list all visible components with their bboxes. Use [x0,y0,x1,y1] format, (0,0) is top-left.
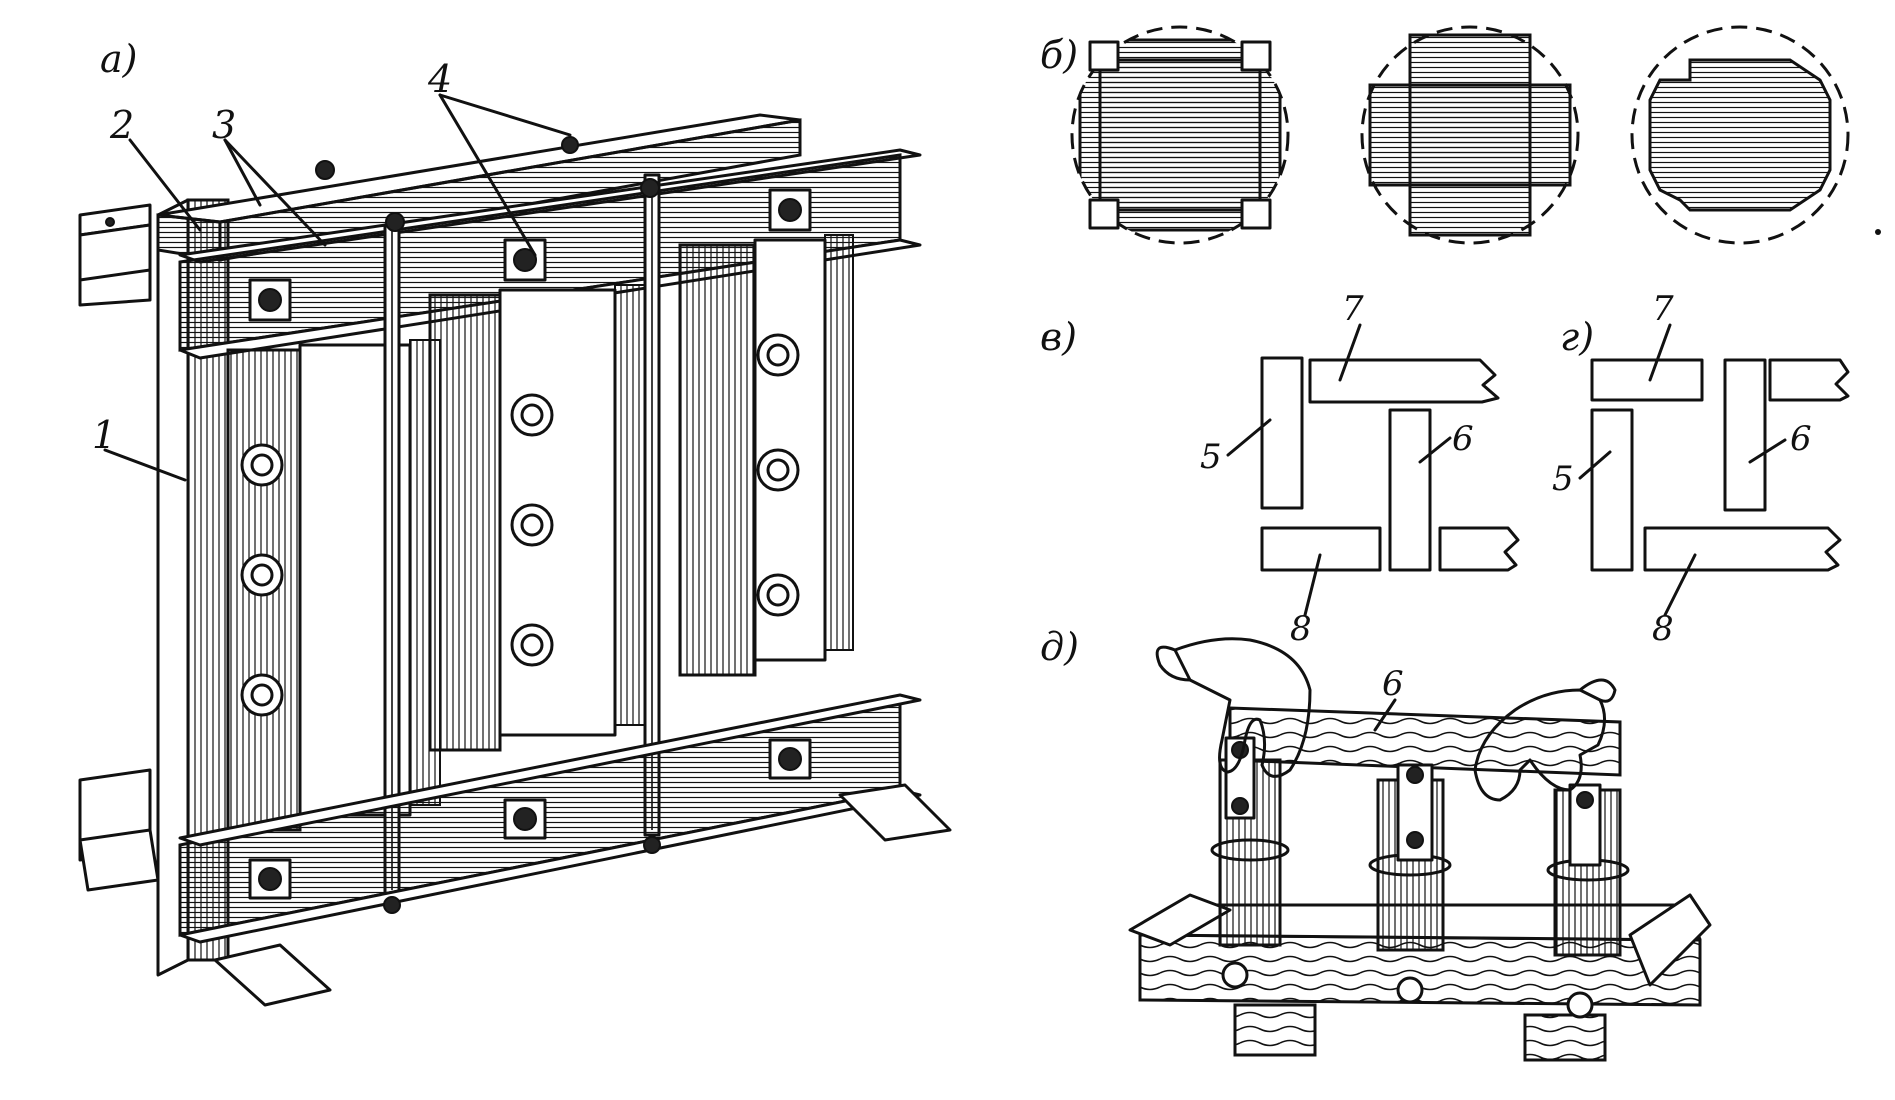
panel-g-label: г) [1560,315,1594,359]
right-hand [1473,688,1606,802]
limb-bolts [240,333,800,717]
callout-7-v: 7 [1342,289,1364,329]
yoke-bolts-top [248,136,812,322]
panel-v-lamination-layout: в) 7 5 6 8 [1040,289,1520,649]
panel-a-label: а) [100,37,137,81]
callout-3: 3 [212,103,236,147]
panel-b-cross-sections: б) [1040,25,1881,245]
panel-v-label: в) [1040,315,1077,359]
callout-5-g: 5 [1552,459,1574,499]
callout-8-v: 8 [1290,609,1312,649]
callout-2: 2 [109,103,134,147]
left-hand [1173,637,1312,778]
panel-d-assembly-by-hand: д) [1040,625,1712,1062]
panel-b-label: б) [1040,33,1078,77]
callout-5-v: 5 [1200,437,1222,477]
callout-6-d: 6 [1382,664,1404,704]
panel-a-core-assembly: а) 1 2 3 4 [78,37,952,1007]
callout-6-g: 6 [1790,419,1812,459]
cross-section-1 [1070,25,1290,245]
callout-6-v: 6 [1452,419,1474,459]
panel-d-label: д) [1040,625,1079,669]
callout-8-g: 8 [1652,609,1674,649]
panel-g-lamination-layout: г) 7 5 6 8 [1552,289,1850,649]
yoke-bolts-bottom [248,738,812,914]
callout-1: 1 [92,413,116,457]
cross-section-3 [1630,25,1850,245]
callout-7-g: 7 [1652,289,1674,329]
cross-section-2 [1360,25,1580,245]
callout-4: 4 [427,57,452,101]
